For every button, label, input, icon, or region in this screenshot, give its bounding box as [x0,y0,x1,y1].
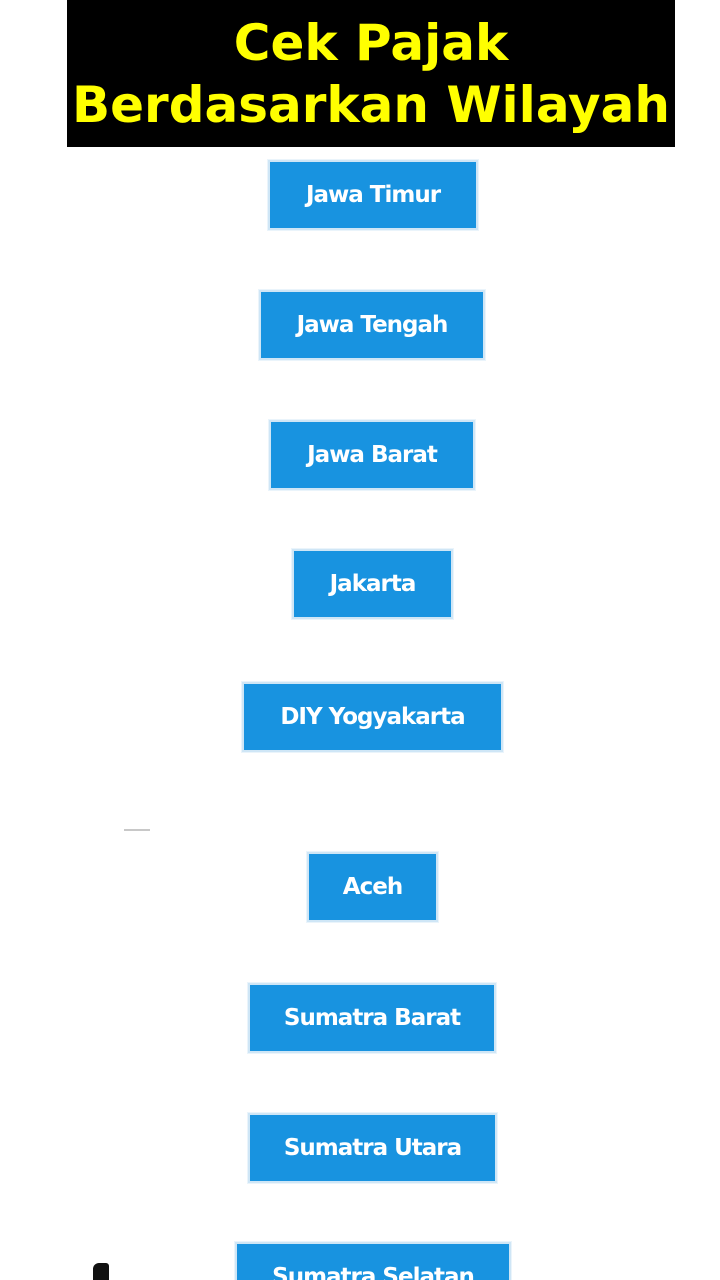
region-button-sumatra-selatan[interactable]: Sumatra Selatan [235,1242,511,1280]
region-button-jawa-barat[interactable]: Jawa Barat [269,420,475,490]
region-button-jawa-tengah[interactable]: Jawa Tengah [259,290,485,360]
stray-dark-artifact [93,1263,109,1280]
header-banner: Cek Pajak Berdasarkan Wilayah [67,0,675,147]
region-button-jakarta[interactable]: Jakarta [292,549,453,619]
region-button-sumatra-barat[interactable]: Sumatra Barat [248,983,496,1053]
region-button-aceh[interactable]: Aceh [307,852,438,922]
stray-artifact [124,829,150,831]
page-title: Cek Pajak Berdasarkan Wilayah [72,13,670,134]
region-button-jawa-timur[interactable]: Jawa Timur [268,160,478,230]
region-button-sumatra-utara[interactable]: Sumatra Utara [248,1113,497,1183]
region-button-diy-yogyakarta[interactable]: DIY Yogyakarta [242,682,503,752]
